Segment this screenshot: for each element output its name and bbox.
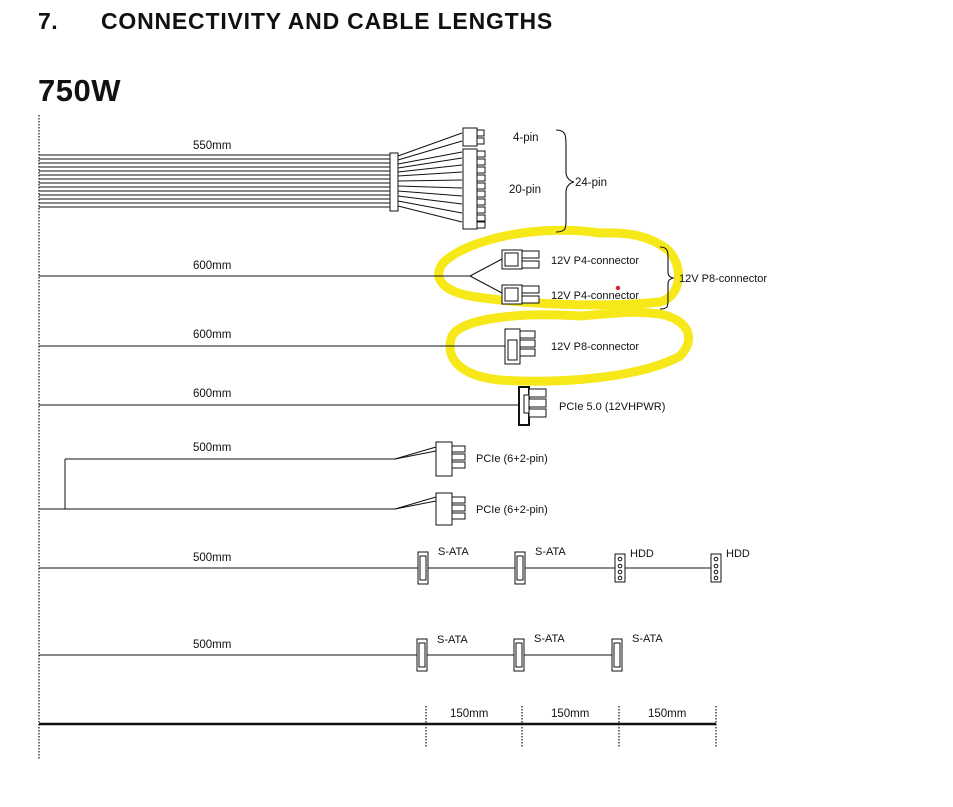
atx-4pin-label: 4-pin xyxy=(513,132,539,144)
atx-cable xyxy=(39,127,575,233)
pcie5-length-label: 600mm xyxy=(193,388,231,400)
sata2-conn2-label: S-ATA xyxy=(534,633,565,645)
pcie5-cable xyxy=(39,386,547,426)
cpu-8pin-cable xyxy=(39,328,536,365)
atx-length-label: 550mm xyxy=(193,140,231,152)
atx-24pin-label: 24-pin xyxy=(575,177,607,189)
atx-20pin-label: 20-pin xyxy=(509,184,541,196)
sata2-conn3-label: S-ATA xyxy=(632,633,663,645)
cpu2-conn-label: 12V P8-connector xyxy=(551,341,639,353)
sata1-hdd2-label: HDD xyxy=(726,548,750,560)
cpu-4plus4-cable xyxy=(39,246,675,310)
pcie-conn-b-label: PCIe (6+2-pin) xyxy=(476,504,548,516)
pcie-dual-cable xyxy=(39,441,466,526)
red-dot-marker xyxy=(615,285,621,291)
sata1-conn2-label: S-ATA xyxy=(535,546,566,558)
scale-seg1-label: 150mm xyxy=(450,708,488,720)
sata-hdd-cable xyxy=(39,551,722,585)
sata2-conn1-label: S-ATA xyxy=(437,634,468,646)
sata2-length-label: 500mm xyxy=(193,639,231,651)
pcie5-conn-label: PCIe 5.0 (12VHPWR) xyxy=(559,401,665,413)
section-title: CONNECTIVITY AND CABLE LENGTHS xyxy=(101,8,554,34)
cpu1-combined-label: 12V P8-connector xyxy=(679,273,767,285)
scale-seg2-label: 150mm xyxy=(551,708,589,720)
pcie-conn-a-label: PCIe (6+2-pin) xyxy=(476,453,548,465)
sata1-hdd1-label: HDD xyxy=(630,548,654,560)
pcie-length-label: 500mm xyxy=(193,442,231,454)
cpu1-conn-b-label: 12V P4-connector xyxy=(551,290,639,302)
highlight-loop-cpu2 xyxy=(445,307,694,386)
sata-cable xyxy=(39,638,623,672)
scale-seg3-label: 150mm xyxy=(648,708,686,720)
cpu2-length-label: 600mm xyxy=(193,329,231,341)
scale-bar xyxy=(39,706,717,748)
sata1-length-label: 500mm xyxy=(193,552,231,564)
model-heading: 750W xyxy=(38,73,121,108)
cpu1-length-label: 600mm xyxy=(193,260,231,272)
highlight-marks xyxy=(434,225,694,386)
section-number: 7. xyxy=(38,8,59,34)
sata1-conn1-label: S-ATA xyxy=(438,546,469,558)
cpu1-conn-a-label: 12V P4-connector xyxy=(551,255,639,267)
